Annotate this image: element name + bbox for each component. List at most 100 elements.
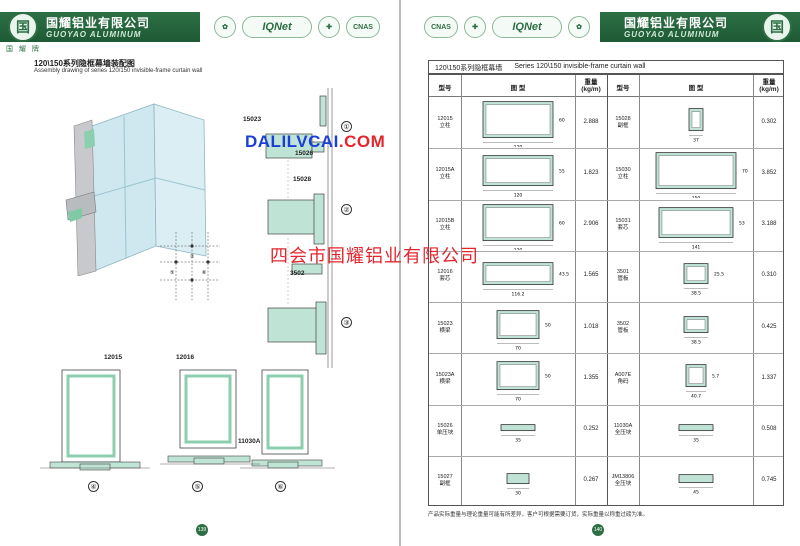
part-label: 15028 xyxy=(293,176,312,183)
dimension-label: 50 xyxy=(545,323,551,329)
dimension-label: 38.5 xyxy=(691,290,701,296)
dimension-label: 35 xyxy=(515,437,521,443)
profile-drawing: 15070 xyxy=(655,152,748,198)
page-number: 139 xyxy=(196,524,208,536)
profile-weight: 0.508 xyxy=(761,426,777,433)
detail-marker: ⑤ xyxy=(192,481,203,492)
profile-weight: 0.267 xyxy=(583,477,599,484)
table-title-cn: 120\150系列隐框幕墙 xyxy=(435,65,503,72)
profile-drawing: 35 xyxy=(678,423,714,443)
profile-weight: 0.302 xyxy=(761,118,777,125)
profile-code: 15031 套芯 xyxy=(615,218,631,232)
profile-weight: 0.310 xyxy=(761,272,777,279)
part-label: 15026 xyxy=(295,150,314,157)
col-header: 型号 xyxy=(438,85,452,92)
profile-drawing: 40.75.7 xyxy=(685,364,719,400)
profile-drawing: 45 xyxy=(678,473,714,495)
watermark-site: DALILVCAI.COM xyxy=(245,132,386,151)
brand-sub: 国 耀 牌 xyxy=(6,46,41,53)
detail-marker: ① xyxy=(341,121,352,132)
company-name-en: GUOYAO ALUMINUM xyxy=(624,30,720,39)
profile-weight: 2.888 xyxy=(583,118,599,125)
company-logo-icon: 国 xyxy=(8,12,38,42)
profile-code: 12016 套芯 xyxy=(437,269,453,283)
dimension-label: 116.2 xyxy=(512,291,525,297)
profile-drawing: 38.5 25.5 xyxy=(683,262,724,296)
part-label: 12015 xyxy=(104,354,123,361)
table-title: 120\150系列隐框幕墙 Series 120\150 invisible-f… xyxy=(428,60,784,74)
table-footnote: 产品实际重量与理论重量可能有所差异，客户可根据需要订货，实际重量以称重过磅为准。 xyxy=(428,512,649,518)
watermark-company: 四会市国耀铝业有限公司 xyxy=(270,246,479,266)
company-name-en: GUOYAO ALUMINUM xyxy=(46,30,142,39)
col-header: 型号 xyxy=(616,85,630,92)
profile-code: JM13806 全压块 xyxy=(611,474,635,488)
profile-table: 型号 图 型 重量 (kg/m) 型号 图 型 重量 (kg/m) 12015 … xyxy=(428,74,784,506)
profile-drawing: 116.2 43.5 xyxy=(482,261,569,297)
profile-weight: 3.188 xyxy=(761,221,777,228)
right-page: 国 国耀铝业有限公司 GUOYAO ALUMINUM CNAS ✚ IQNet … xyxy=(400,0,800,546)
iqnet-badge: IQNet xyxy=(492,16,562,38)
profile-code: 15028 副框 xyxy=(615,115,631,129)
dimension-label: 55 xyxy=(559,169,565,175)
table-row: 15027 副框 30 0.267 xyxy=(429,456,607,507)
profile-code: 15027 副框 xyxy=(437,474,453,488)
profile-weight: 0.425 xyxy=(761,323,777,330)
col-header: 图 型 xyxy=(688,85,704,92)
profile-weight: 2.906 xyxy=(583,221,599,228)
company-name-cn: 国耀铝业有限公司 xyxy=(46,16,151,30)
dimension-label: 38.5 xyxy=(691,340,701,346)
dimension-label: 60 xyxy=(559,118,565,124)
detail-marker: ② xyxy=(341,204,352,215)
col-header: 重量 (kg/m) xyxy=(581,79,601,93)
dimension-label: 25.5 xyxy=(714,271,724,277)
detail-marker: ⑥ xyxy=(275,481,286,492)
left-page: 国 国耀铝业有限公司 GUOYAO ALUMINUM 国 耀 牌 ✿ IQNet… xyxy=(0,12,380,536)
detail-marker: ④ xyxy=(88,481,99,492)
assembly-title: 120\150系列隐框幕墙装配图 xyxy=(34,59,135,68)
section-drawings-top xyxy=(265,88,333,368)
cnas-badge: CNAS xyxy=(424,16,458,38)
dimension-label: 120 xyxy=(514,247,523,249)
part-label: 3502 xyxy=(290,270,305,277)
profile-weight: 1.337 xyxy=(761,374,777,381)
svg-text:⑤: ⑤ xyxy=(170,270,174,276)
dimension-label: 60 xyxy=(559,220,565,226)
profile-code: 3502 管板 xyxy=(616,320,630,334)
profile-code: 15030 立柱 xyxy=(615,166,631,180)
company-logo-icon: 国 xyxy=(762,12,792,42)
detail-marker: ③ xyxy=(341,317,352,328)
table-row: 12015B 立柱120602.906 xyxy=(429,200,607,251)
profile-weight: 0.252 xyxy=(583,426,599,433)
dimension-label: 150 xyxy=(692,196,701,198)
page-number: 140 xyxy=(592,524,604,536)
profile-drawing: 35 xyxy=(500,423,536,443)
curtain-wall-3d-illustration xyxy=(65,103,207,276)
profile-weight: 1.823 xyxy=(583,169,599,176)
profile-code: 15023 横梁 xyxy=(437,320,453,334)
assembly-subtitle: Assembly drawing of series 120/150 invis… xyxy=(34,68,203,74)
profile-code: A007E 角码 xyxy=(614,371,632,385)
dimension-label: 35 xyxy=(693,437,699,443)
profile-drawing: 30 xyxy=(506,472,530,496)
dimension-label: 43.5 xyxy=(559,271,569,277)
table-row: 3502 管板 38.5 0.425 xyxy=(607,302,785,353)
cnas-badge: CNAS xyxy=(346,16,380,38)
profile-code: 12015 立柱 xyxy=(437,115,453,129)
section-drawings-bottom xyxy=(40,369,335,471)
profile-weight: 1.355 xyxy=(583,374,599,381)
dimension-label: 120 xyxy=(514,145,523,147)
cert-badges: CNAS ✚ IQNet ✿ xyxy=(424,16,590,38)
profile-drawing: 120 60 xyxy=(482,203,565,250)
